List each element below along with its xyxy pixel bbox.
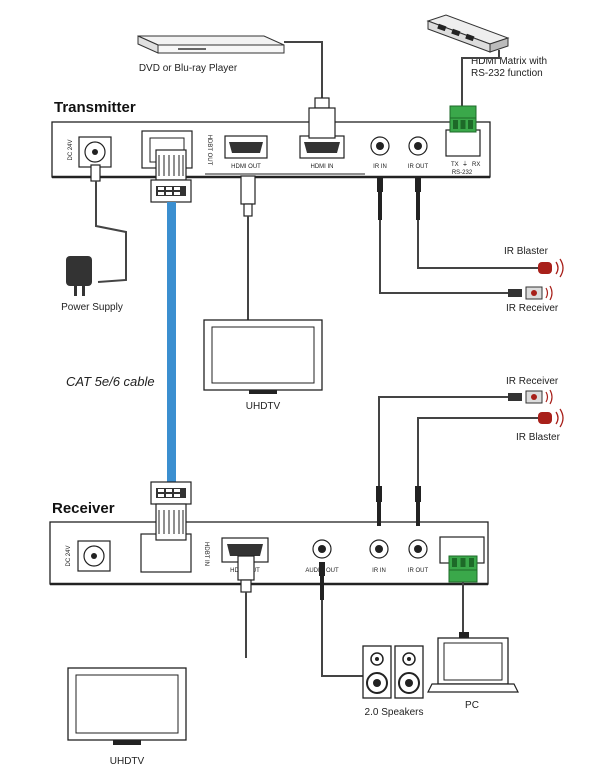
tx-hdmi-out-label: HDMI OUT	[231, 164, 261, 170]
tx-rs232-port	[445, 129, 481, 157]
speaker-icon	[362, 645, 392, 699]
tx-ir-in-port	[370, 136, 390, 156]
tv-bottom-label: UHDTV	[110, 756, 145, 767]
dvd-hdmi-cable	[284, 41, 323, 100]
speaker-icon	[394, 645, 424, 699]
rx-ir-in-port	[369, 539, 389, 559]
matrix-label-line1: HDMI Matrix with	[471, 56, 547, 67]
rx-hdmi-out-plug-icon	[237, 555, 255, 593]
rx-hdbt-label: HDBT IN	[203, 542, 209, 566]
rx-ir-in-label: IR IN	[372, 568, 386, 574]
ir-blaster-icon	[538, 408, 564, 428]
rx-ir-out-plug-icon	[415, 486, 421, 526]
tx-terminal-block-icon	[449, 105, 477, 133]
tx-ir-in-plug-icon	[377, 178, 383, 220]
tx-dc-label: DC 24V	[68, 139, 74, 160]
rx-audio-out-plug-icon	[319, 562, 325, 600]
ir-blaster-top-label: IR Blaster	[504, 246, 549, 257]
tx-ir-out-port	[408, 136, 428, 156]
power-supply-label: Power Supply	[61, 302, 123, 313]
dvd-player-icon	[137, 35, 285, 54]
rx-audio-out-port	[312, 539, 332, 559]
speakers-label: 2.0 Speakers	[365, 707, 424, 718]
rx-ir-out-label: IR OUT	[408, 568, 429, 574]
tx-ir-receiver-cable	[379, 220, 508, 294]
rx-speaker-cable	[321, 600, 365, 677]
rx-rj45-plug-icon	[150, 481, 192, 541]
receiver-title: Receiver	[52, 500, 115, 517]
pc-label: PC	[465, 700, 479, 711]
rx-terminal-block-icon	[448, 555, 478, 583]
tv-icon	[203, 319, 323, 394]
tx-rj45-plug-icon	[150, 149, 192, 203]
ir-blaster-icon	[538, 258, 564, 278]
tx-hdmi-out-plug-icon	[240, 175, 256, 217]
cat-cable	[167, 202, 176, 482]
dvd-label: DVD or Blu-ray Player	[139, 63, 238, 74]
tx-hdbt-label: HDBT OUT	[206, 135, 212, 166]
ir-receiver-icon	[508, 389, 553, 405]
ir-receiver-icon	[508, 285, 553, 301]
cat-cable-label: CAT 5e/6 cable	[66, 374, 155, 389]
ir-receiver-top-label: IR Receiver	[506, 303, 559, 314]
power-cable	[95, 181, 127, 283]
power-supply-icon	[66, 256, 92, 296]
tx-dc-port	[78, 136, 112, 168]
hdmi-matrix-icon	[426, 14, 510, 53]
tx-hdmi-in-port	[299, 135, 345, 159]
matrix-rs232-cable	[461, 50, 500, 108]
rx-ir-receiver-cable	[378, 396, 508, 488]
tv-top-label: UHDTV	[246, 401, 281, 412]
matrix-label-line2: RS-232 function	[471, 68, 543, 79]
rx-ir-blaster-cable	[417, 417, 538, 488]
ir-receiver-bottom-label: IR Receiver	[506, 376, 559, 387]
laptop-icon	[427, 632, 519, 693]
rx-dc-label: DC 24V	[66, 545, 72, 566]
tv-icon	[67, 667, 187, 745]
tx-ir-blaster-cable	[417, 220, 538, 269]
rx-ir-in-plug-icon	[376, 486, 382, 526]
tx-ir-out-label: IR OUT	[408, 164, 429, 170]
tx-ir-in-label: IR IN	[373, 164, 387, 170]
tx-rs232-tx-label: TX	[451, 162, 459, 168]
rx-ir-out-port	[408, 539, 428, 559]
tx-hdmi-in-plug-icon	[308, 97, 336, 139]
tx-rs232-rx-label: RX	[472, 162, 480, 168]
tx-dc-plug-icon	[90, 164, 101, 182]
tx-ir-out-plug-icon	[415, 178, 421, 220]
rx-dc-port	[77, 540, 111, 572]
tx-rs232-label: RS-232	[452, 170, 473, 176]
tx-hdmi-out-port	[224, 135, 268, 159]
transmitter-title: Transmitter	[54, 99, 136, 116]
ground-icon: ⏚	[462, 161, 468, 168]
ir-blaster-bottom-label: IR Blaster	[516, 432, 561, 443]
tx-hdmi-in-label: HDMI IN	[311, 164, 334, 170]
